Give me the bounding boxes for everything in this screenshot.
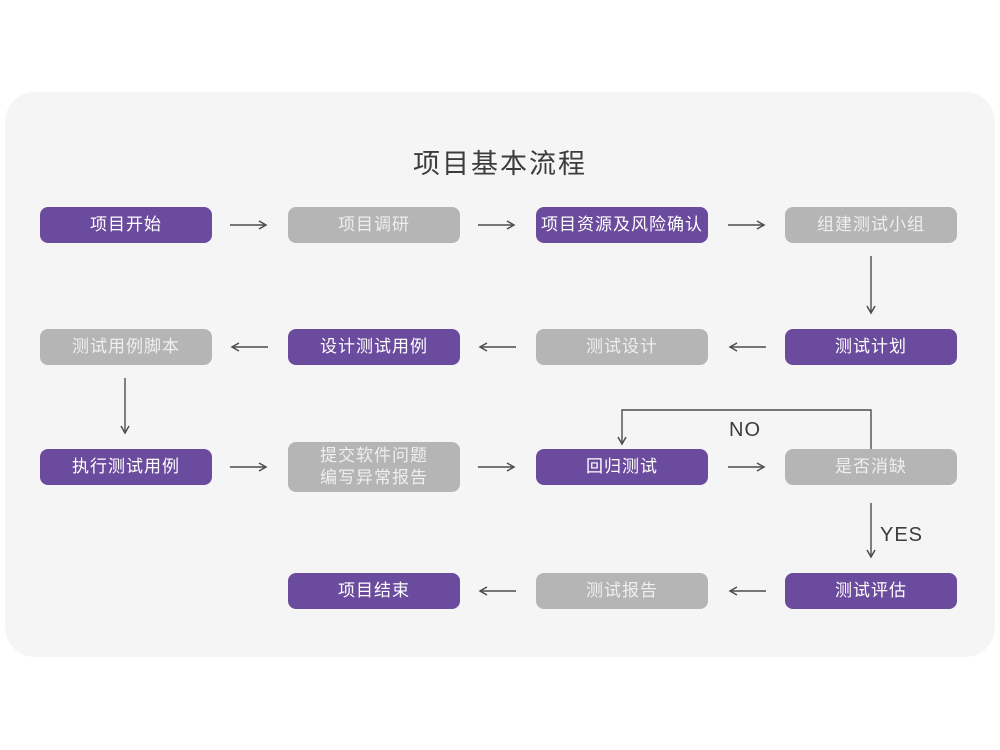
flow-node-evaluate: 测试评估 [785, 573, 957, 609]
flow-node-design: 测试设计 [536, 329, 708, 365]
flow-node-report-issue: 提交软件问题 编写异常报告 [288, 442, 460, 492]
flow-node-plan: 测试计划 [785, 329, 957, 365]
flow-node-research: 项目调研 [288, 207, 460, 243]
flow-node-team: 组建测试小组 [785, 207, 957, 243]
flowchart-card [5, 92, 995, 657]
flow-node-start: 项目开始 [40, 207, 212, 243]
flow-node-regression: 回归测试 [536, 449, 708, 485]
page-title: 项目基本流程 [413, 149, 587, 179]
flow-node-case-script: 测试用例脚本 [40, 329, 212, 365]
flow-node-test-report: 测试报告 [536, 573, 708, 609]
flow-node-defect-check: 是否消缺 [785, 449, 957, 485]
flow-node-case-design: 设计测试用例 [288, 329, 460, 365]
flow-node-execute: 执行测试用例 [40, 449, 212, 485]
flow-node-end: 项目结束 [288, 573, 460, 609]
flow-node-risk: 项目资源及风险确认 [536, 207, 708, 243]
